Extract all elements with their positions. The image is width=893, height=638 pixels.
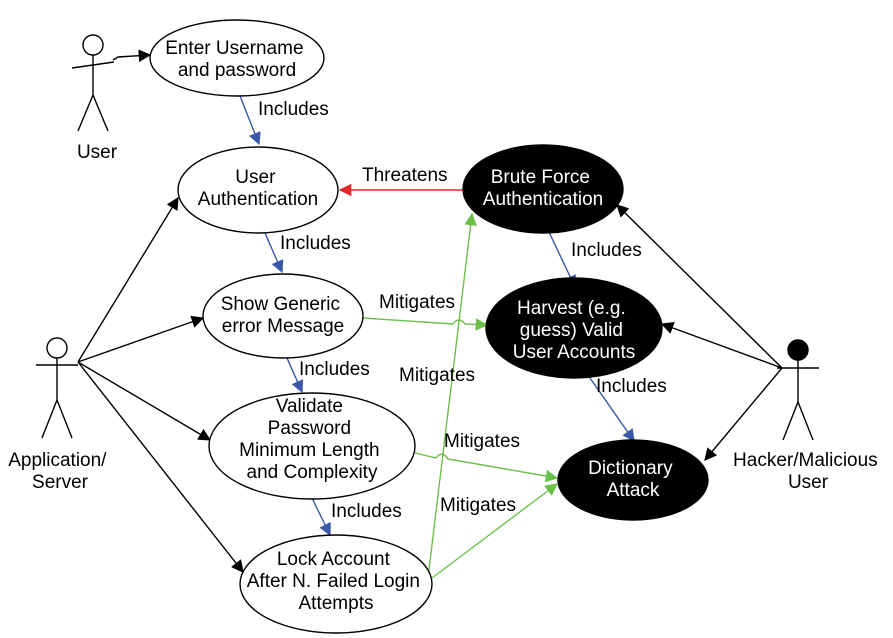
label-threatens: Threatens bbox=[362, 165, 448, 186]
svg-text:User Authentication: User Authentication bbox=[198, 167, 318, 210]
svg-text:Lock Account After N. Fa: Lock Account After N. Failed Login Attem… bbox=[247, 549, 425, 614]
validate-dict-mitigates bbox=[414, 452, 559, 483]
label-includes-harvest-dict: Includes bbox=[596, 376, 667, 397]
label-mitigates-lock-brute: Mitigates bbox=[399, 365, 475, 386]
svg-text:Harvest (e.g. guess) Val: Harvest (e.g. guess) Valid User Accounts bbox=[513, 298, 636, 363]
label-includes-validate-lock: Includes bbox=[331, 501, 402, 522]
actor-user bbox=[71, 34, 115, 132]
label-includes-brute-harvest: Includes bbox=[571, 240, 642, 261]
misuse-brute: Brute Force Authentication bbox=[462, 144, 624, 234]
user-enter-association bbox=[112, 49, 152, 62]
actor-hacker-label: Hacker/Malicious User bbox=[733, 450, 883, 493]
actor-app-label: Application/ Server bbox=[8, 450, 112, 493]
label-includes-show-validate: Includes bbox=[299, 359, 370, 380]
usecase-show: Show Generic error Message bbox=[202, 273, 364, 359]
app-auth-association bbox=[77, 196, 179, 363]
lock-brute-mitigates bbox=[426, 212, 477, 587]
actor-user-head bbox=[82, 34, 104, 56]
app-show-association bbox=[77, 315, 205, 363]
validate-lock-includes bbox=[311, 497, 331, 537]
misuse-dict: Dictionary Attack bbox=[557, 439, 709, 521]
usecase-lock: Lock Account After N. Failed Login Attem… bbox=[239, 534, 433, 634]
enter-auth-includes bbox=[239, 95, 261, 146]
label-includes-enter-auth: Includes bbox=[258, 99, 329, 120]
label-mitigates-show-harvest: Mitigates bbox=[379, 292, 455, 313]
svg-text:Brute Force Authenticati: Brute Force Authentication bbox=[483, 167, 603, 210]
label-mitigates-lock-dict: Mitigates bbox=[440, 495, 516, 516]
label-mitigates-validate-dict: Mitigates bbox=[444, 431, 520, 452]
app-validate-association bbox=[77, 361, 212, 441]
actor-user-label: User bbox=[77, 142, 118, 163]
actor-app-head bbox=[46, 337, 68, 359]
usecase-validate: Validate Password Minimum Length and Com… bbox=[208, 392, 416, 500]
app-lock-association bbox=[77, 361, 244, 573]
harvest-dict-includes bbox=[589, 377, 635, 443]
hacker-dict-association bbox=[704, 367, 783, 461]
mitigates-lines bbox=[362, 212, 559, 587]
svg-text:Show Generic error Messa: Show Generic error Message bbox=[221, 294, 346, 337]
usecase-auth: User Authentication bbox=[177, 146, 339, 234]
show-validate-includes bbox=[286, 357, 304, 394]
actor-hacker-head bbox=[787, 339, 809, 361]
usecase-enter: Enter Username and password bbox=[149, 19, 325, 97]
misuse-harvest: Harvest (e.g. guess) Valid User Accounts bbox=[485, 277, 663, 379]
actor-app bbox=[36, 337, 78, 439]
svg-text:Enter Username and passw: Enter Username and password bbox=[165, 38, 309, 81]
hacker-harvest-association bbox=[660, 321, 783, 369]
svg-text:Dictionary Attack: Dictionary Attack bbox=[588, 458, 678, 501]
hacker-brute-association bbox=[616, 204, 783, 369]
association-lines bbox=[77, 49, 783, 573]
label-includes-auth-show: Includes bbox=[280, 233, 351, 254]
show-harvest-mitigates bbox=[362, 317, 489, 331]
svg-text:Validate Password: Validate Password Minimum Length and Com… bbox=[239, 396, 385, 483]
actor-hacker bbox=[777, 339, 819, 441]
auth-show-includes bbox=[264, 232, 284, 274]
lock-dict-mitigates bbox=[431, 483, 559, 579]
